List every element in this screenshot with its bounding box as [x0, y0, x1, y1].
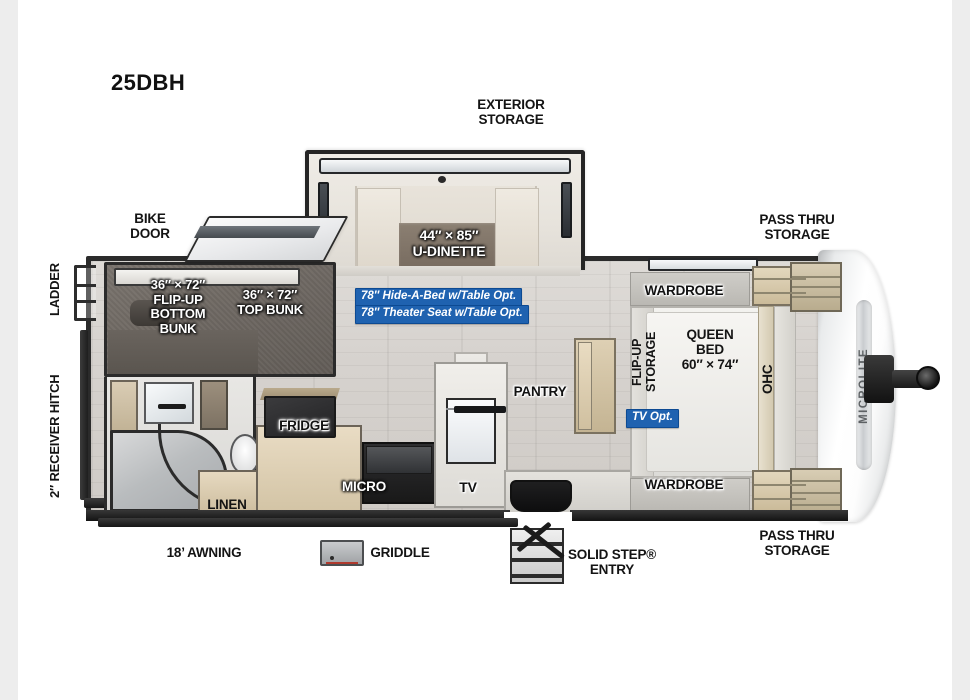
- griddle-knob-icon: [330, 556, 334, 560]
- option-badge-hide-a-bed[interactable]: 78″ Hide-A-Bed w/Table Opt.: [355, 288, 523, 307]
- microwave: [366, 446, 432, 474]
- label-awning: 18’ AWNING: [166, 545, 242, 560]
- label-flip-up-bottom-bunk: 36″ × 72″ FLIP-UP BOTTOM BUNK: [150, 277, 206, 336]
- chassis-frame-right: [570, 510, 848, 521]
- wardrobe-shelf-line: [754, 292, 806, 294]
- storage-shelf-line: [792, 504, 840, 506]
- awning-graphic: [98, 518, 518, 527]
- bunk-pillow: [130, 300, 170, 326]
- option-badge-theater-seat[interactable]: 78″ Theater Seat w/Table Opt.: [355, 305, 529, 324]
- label-exterior-storage: EXTERIOR STORAGE: [477, 97, 545, 128]
- overhead-cabinet: [774, 306, 796, 478]
- ladder-rung-icon: [74, 284, 96, 287]
- slideout-window-right: [561, 182, 572, 238]
- refrigerator: [264, 396, 336, 438]
- label-flip-up-storage: FLIP-UP STORAGE: [630, 331, 658, 393]
- label-pantry: PANTRY: [513, 384, 567, 399]
- wardrobe-wall-top: [630, 272, 750, 306]
- label-queen-bed: QUEEN BED 60″ × 74″: [681, 327, 739, 373]
- wardrobe-shelf-line: [754, 484, 806, 486]
- ladder-rung-icon: [74, 300, 96, 303]
- storage-shelf-line: [792, 480, 840, 482]
- tv-mount-arm: [454, 406, 506, 413]
- ceiling-vent-icon: [438, 176, 446, 183]
- chassis-frame-left: [86, 510, 510, 521]
- label-ladder: LADDER: [47, 263, 62, 317]
- step-tread: [512, 542, 562, 546]
- label-ohc: OHC: [760, 364, 775, 394]
- label-receiver-hitch: 2″ RECEIVER HITCH: [47, 374, 62, 498]
- bunk-window: [114, 268, 300, 286]
- floorplan-stage: 25DBH MICROLITE: [18, 0, 952, 700]
- receiver-hitch-graphic: [80, 330, 88, 500]
- step-tread: [512, 574, 562, 578]
- bike-door-window: [194, 226, 321, 238]
- label-bike-door: BIKE DOOR: [130, 211, 170, 242]
- pantry-door: [578, 342, 592, 430]
- kitchen-sink: [510, 480, 572, 512]
- wardrobe-shelf-line: [754, 498, 806, 500]
- label-linen: LINEN: [207, 497, 247, 512]
- slideout-skylight: [319, 158, 571, 174]
- dinette-table: [399, 223, 495, 271]
- bathroom-vanity: [110, 380, 138, 432]
- step-tread: [512, 558, 562, 562]
- bathroom-mirror: [144, 382, 194, 424]
- dinette-cushion-left: [357, 188, 401, 272]
- queen-mattress: [646, 312, 774, 472]
- griddle-accent-line: [326, 562, 358, 564]
- storage-shelf-line: [792, 492, 840, 494]
- bedroom-window: [648, 258, 758, 271]
- entry-doorway: [504, 512, 572, 522]
- label-pass-thru-storage-bottom: PASS THRU STORAGE: [759, 528, 835, 559]
- label-solid-step-entry: SOLID STEP® ENTRY: [567, 547, 656, 578]
- dinette-cushion-right: [495, 188, 539, 272]
- label-wardrobe-bottom: WARDROBE: [644, 477, 724, 492]
- bottom-bunk-mattress: [108, 330, 258, 374]
- floorplan-canvas: 25DBH MICROLITE: [18, 0, 952, 700]
- storage-shelf-line: [792, 276, 840, 278]
- label-wardrobe-top: WARDROBE: [644, 283, 724, 298]
- label-micro: MICRO: [342, 479, 386, 494]
- label-pass-thru-storage-top: PASS THRU STORAGE: [759, 212, 835, 243]
- label-tv: TV: [459, 479, 477, 495]
- storage-shelf-line: [792, 286, 840, 288]
- griddle-graphic: [320, 540, 364, 566]
- slideout-floor-lip: [310, 266, 580, 276]
- option-badge-tv-opt[interactable]: TV Opt.: [626, 409, 679, 428]
- storage-shelf-line: [792, 296, 840, 298]
- kitchen-cabinet: [256, 425, 362, 517]
- bathroom-handle-icon: [158, 404, 186, 409]
- jack-wheel-icon: [916, 366, 940, 390]
- label-u-dinette: 44″ × 85″ U-DINETTE: [412, 227, 486, 259]
- wardrobe-shelf-line: [754, 278, 806, 280]
- label-fridge: FRIDGE: [279, 418, 329, 433]
- label-top-bunk: 36″ × 72″ TOP BUNK: [237, 287, 303, 317]
- ladder-graphic: [74, 265, 96, 321]
- hitch-coupler: [864, 355, 894, 403]
- page-title: 25DBH: [111, 70, 186, 95]
- bike-door-graphic: [184, 216, 349, 262]
- bathroom-cabinet: [200, 380, 228, 430]
- label-griddle: GRIDDLE: [370, 545, 430, 560]
